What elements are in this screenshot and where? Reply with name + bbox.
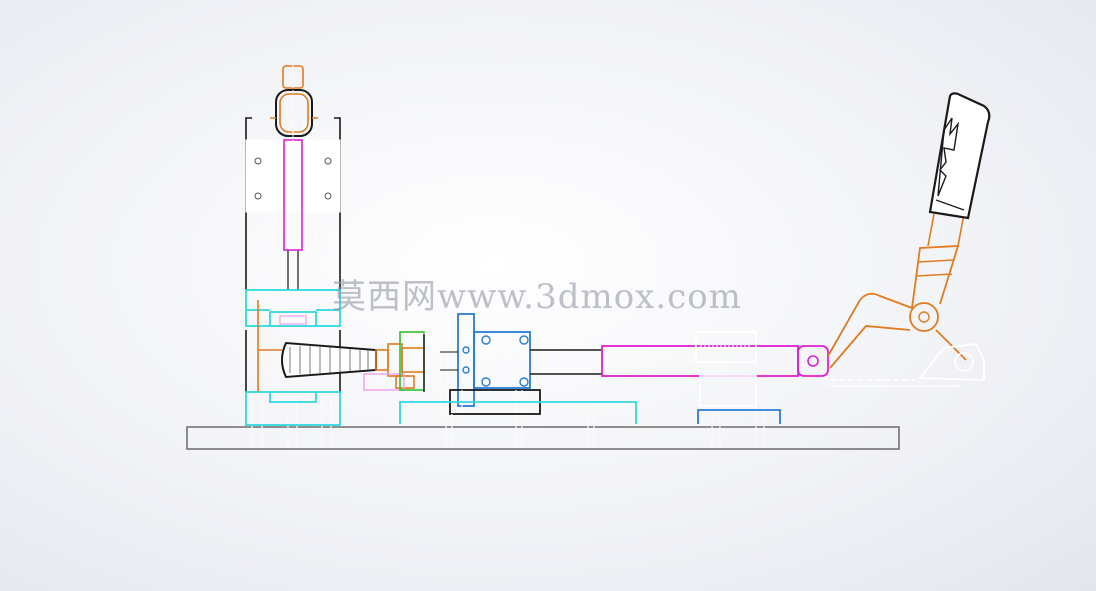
cyan-locating-block-upper [245, 289, 341, 327]
cyan-locating-block-lower [245, 391, 341, 426]
cyan-rod-support [399, 401, 637, 424]
watermark-text: 莫西网www.3dmox.com [332, 277, 742, 317]
blue-bushing-stand [697, 409, 781, 424]
blue-cylinder-block [473, 331, 531, 389]
magenta-extension-rod [601, 345, 799, 377]
orange-linkage-arm [827, 292, 913, 357]
horizontal-clamp-assembly [281, 313, 799, 427]
pedal-pad [928, 92, 991, 220]
pedal-lever-assembly [797, 92, 991, 387]
top-connector-housing [270, 60, 318, 145]
pivot-bracket [918, 343, 985, 381]
tapered-handle [281, 341, 377, 379]
left-support-column [245, 60, 341, 427]
base-plate [186, 426, 900, 450]
guide-bushing [695, 331, 757, 363]
